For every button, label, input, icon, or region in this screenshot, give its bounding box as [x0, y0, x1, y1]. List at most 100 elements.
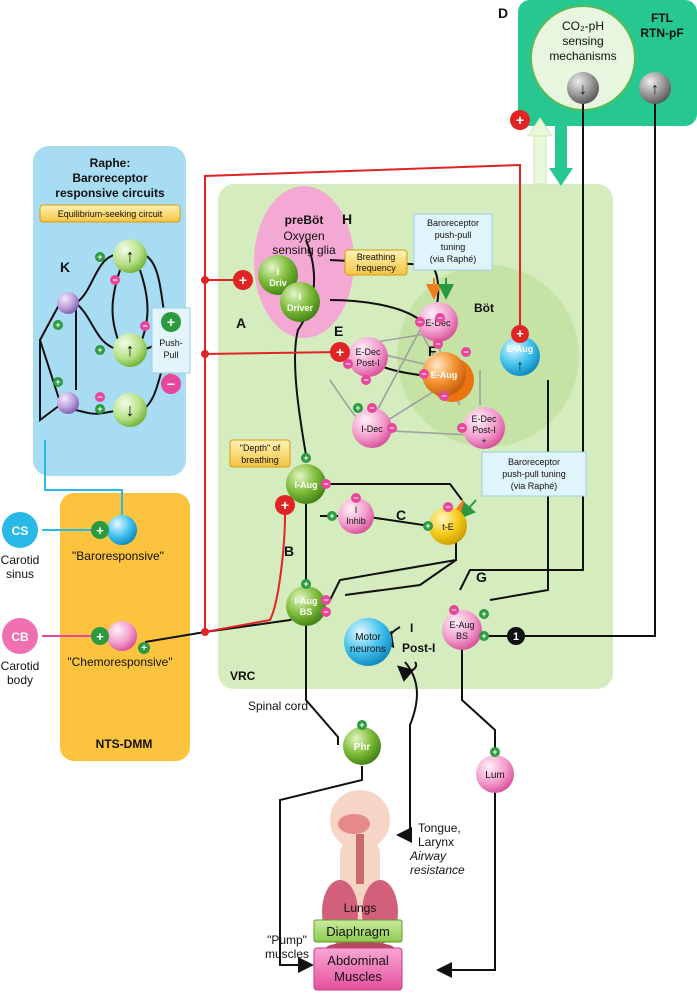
carotid-sinus-2: sinus: [6, 567, 34, 581]
baroresponsive-node: [107, 515, 137, 545]
i-driver-label-2: Driver: [287, 303, 314, 313]
co2-label-1: CO₂-pH: [562, 19, 604, 33]
co2-down-node: [567, 72, 599, 104]
equilibrium-tag: [39, 204, 181, 223]
svg-text:−: −: [345, 359, 350, 369]
prebot-label-2: Oxygen: [283, 229, 324, 243]
baro-tuning-a-3: tuning: [441, 242, 466, 252]
i-aug-label: I-Aug: [295, 480, 318, 490]
svg-text:+: +: [55, 377, 60, 387]
e-dec-post-label-1: E-Dec: [355, 347, 381, 357]
svg-text:+: +: [516, 112, 524, 128]
svg-text:−: −: [459, 423, 464, 433]
svg-text:+: +: [355, 403, 360, 413]
svg-text:+: +: [516, 326, 524, 341]
e-dec-label: E-Dec: [425, 318, 451, 328]
depth-1: "Depth" of: [240, 443, 281, 453]
breathing-frequency-1: Breathing: [357, 252, 396, 262]
e-dec-post-small-label-2: Post-I: [472, 425, 496, 435]
letter-c: C: [396, 507, 406, 523]
vrc-label: VRC: [230, 669, 256, 683]
minus-icon-raphe: −: [167, 376, 175, 392]
i-dec-node: [352, 408, 392, 448]
abdominal-label-2: Muscles: [334, 969, 382, 984]
equilibrium-label: Equilibrium-seeking circuit: [58, 209, 163, 219]
cs-node: [2, 512, 38, 548]
baroresponsive-label: "Baroresponsive": [72, 549, 164, 563]
spinal-cord-label: Spinal cord: [248, 699, 308, 713]
i-inhib-node: [338, 498, 374, 534]
baro-tuning-b-1: Baroreceptor: [508, 457, 560, 467]
airway-label-1: Airway: [409, 849, 447, 863]
svg-text:−: −: [353, 493, 358, 503]
svg-text:+: +: [492, 747, 497, 757]
red-junction-2: [201, 350, 209, 358]
pump-label-2: muscles: [265, 947, 309, 961]
i-aug-bs-node: [286, 586, 326, 626]
green-plus-signs: + + + + + + + + + + + + + + + + +: [53, 252, 500, 757]
red-junction-3: [201, 628, 209, 636]
nts-label: NTS-DMM: [96, 737, 153, 751]
letter-k: K: [60, 259, 70, 275]
baro-tuning-a-1: Baroreceptor: [427, 218, 479, 228]
motor-neurons-node: [344, 618, 392, 666]
ftl-vrc-arrows: [527, 117, 573, 186]
i-inhib-label-2: Inhib: [346, 516, 366, 526]
i-dec-label: I-Dec: [361, 424, 383, 434]
letter-f: F: [428, 343, 437, 359]
svg-text:−: −: [451, 605, 456, 615]
svg-text:−: −: [112, 275, 117, 285]
prebot-region: [254, 186, 354, 338]
svg-text:−: −: [417, 317, 422, 327]
svg-text:+: +: [425, 521, 430, 531]
carotid-body-1: Carotid: [1, 659, 40, 673]
svg-text:Baroreceptor: Baroreceptor: [72, 171, 148, 185]
e-aug-node: [422, 352, 466, 396]
svg-text:−: −: [389, 423, 394, 433]
letter-h: H: [342, 211, 352, 227]
baro-tuning-a-4: (via Raphé): [430, 254, 477, 264]
tongue-label-2: Larynx: [418, 835, 454, 849]
co2-label-2: sensing: [562, 34, 603, 48]
i-aug-node: [286, 464, 326, 504]
svg-text:+: +: [481, 609, 486, 619]
svg-text:−: −: [142, 321, 147, 331]
motor-label-1: Motor: [355, 632, 381, 643]
pump-label-1: "Pump": [267, 933, 307, 947]
e-dec-post-label-2: Post-I: [356, 358, 380, 368]
svg-text:+: +: [97, 252, 102, 262]
svg-text:+: +: [481, 631, 486, 641]
plus-icon-raphe: +: [167, 314, 175, 330]
e-dec-post-small-node: [463, 407, 505, 449]
phr-node: [343, 727, 381, 765]
svg-text:−: −: [463, 347, 468, 357]
svg-text:−: −: [445, 502, 450, 512]
letter-g: G: [476, 569, 487, 585]
svg-text:+: +: [281, 497, 289, 513]
co2-label-3: mechanisms: [549, 49, 616, 63]
badge-one-label: 1: [513, 631, 519, 643]
svg-text:+: +: [97, 404, 102, 414]
breathing-frequency-tag: [344, 249, 408, 276]
raphe-node-up-1: [113, 239, 147, 273]
raphe-plus-big: [161, 312, 181, 332]
svg-text:−: −: [441, 391, 446, 401]
raphe-minus-big: [161, 374, 181, 394]
t-e-node: [429, 507, 467, 545]
svg-text:−: −: [437, 313, 442, 323]
svg-text:+: +: [55, 320, 60, 330]
e-dec-post-node: [348, 337, 388, 377]
down-arrow-icon-1: ↓: [126, 400, 135, 420]
red-junction-1: [201, 276, 209, 284]
i-driv-label-1: I: [277, 267, 280, 277]
diaphragm-label: Diaphragm: [326, 924, 390, 939]
svg-text:+: +: [359, 720, 364, 730]
svg-text:+: +: [141, 643, 147, 654]
prebot-label-3: sensing glia: [272, 243, 336, 257]
lum-node: [476, 755, 514, 793]
svg-text:+: +: [97, 345, 102, 355]
push-pull-label-2: Pull: [163, 350, 178, 360]
